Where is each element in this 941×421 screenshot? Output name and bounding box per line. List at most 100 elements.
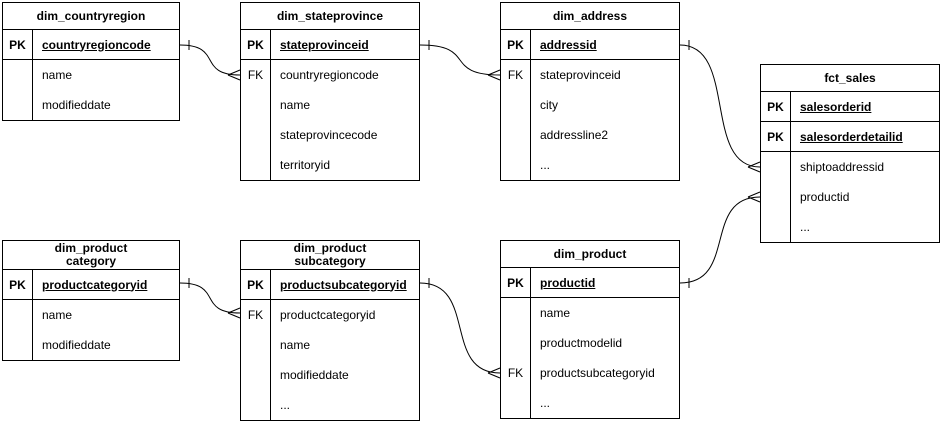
entity-title-line: dim_product	[293, 241, 367, 255]
connector-line[interactable]	[679, 44, 761, 168]
connector-stateprovince-to-address[interactable]	[419, 40, 501, 81]
field-name-salesorderid: salesorderid	[800, 99, 872, 114]
field-row-name: name	[3, 60, 179, 90]
entity-title-line: category	[65, 254, 117, 268]
key-label-fk: FK	[241, 60, 271, 90]
connector-line[interactable]	[419, 282, 501, 374]
key-label-empty	[761, 152, 791, 182]
field-name-productsubcategoryid: productsubcategoryid	[540, 366, 655, 380]
key-label-empty	[241, 90, 271, 120]
connector-line[interactable]	[179, 44, 241, 76]
entity-title-line: dim_stateprovince	[276, 8, 384, 23]
field-row-productsubcategoryid: PK productsubcategoryid	[241, 270, 419, 300]
field-name-modifieddate: modifieddate	[42, 338, 111, 352]
entity-title-line: fct_sales	[824, 70, 876, 85]
entity-title-line: dim_product	[553, 246, 627, 261]
key-label-empty	[3, 60, 33, 90]
key-label-empty	[241, 120, 271, 150]
key-label-empty	[3, 300, 33, 330]
field-name-countryregioncode: countryregioncode	[42, 37, 151, 52]
connector-line[interactable]	[679, 196, 761, 284]
field-name-name: name	[540, 306, 571, 320]
connector-productsubcategory-to-product[interactable]	[419, 278, 501, 379]
field-name-modifieddate: modifieddate	[280, 368, 349, 382]
field-name-productmodelid: productmodelid	[540, 336, 623, 350]
cardinality-many-crowfoot	[227, 307, 241, 319]
key-label-pk: PK	[241, 270, 271, 299]
key-label-fk: FK	[501, 358, 531, 388]
field-name-productsubcategoryid: productsubcategoryid	[280, 277, 407, 292]
field-row-countryregioncode: FK countryregioncode	[241, 60, 419, 90]
field-row-city: city	[501, 90, 679, 120]
entity-title-dim_countryregion: dim_countryregion	[3, 3, 179, 30]
connector-product-to-fctsales[interactable]	[679, 191, 761, 288]
entity-title-fct_sales: fct_sales	[761, 65, 939, 92]
key-label-empty	[241, 330, 271, 360]
field-name-countryregioncode: countryregioncode	[280, 68, 379, 82]
field-name-city: city	[540, 98, 558, 112]
field-name-more-fields: ...	[800, 220, 811, 234]
field-name-productcategoryid: productcategoryid	[42, 277, 148, 292]
cardinality-many-crowfoot	[747, 161, 761, 173]
key-label-empty	[501, 328, 531, 358]
key-label-empty	[3, 90, 33, 120]
field-row-more-fields: ...	[761, 212, 939, 242]
field-row-modifieddate: modifieddate	[241, 360, 419, 390]
field-name-modifieddate: modifieddate	[42, 98, 111, 112]
cardinality-many-crowfoot	[747, 191, 761, 203]
field-row-productid: productid	[761, 182, 939, 212]
field-name-stateprovinceid: stateprovinceid	[280, 37, 369, 52]
entity-title-line: dim_address	[552, 8, 628, 23]
entity-title-line: subcategory	[294, 254, 366, 268]
cardinality-many-crowfoot	[227, 69, 241, 81]
field-row-name: name	[241, 90, 419, 120]
field-row-stateprovincecode: stateprovincecode	[241, 120, 419, 150]
connector-countryregion-to-stateprovince[interactable]	[179, 40, 241, 81]
field-name-salesorderdetailid: salesorderdetailid	[800, 129, 903, 144]
field-row-addressline2: addressline2	[501, 120, 679, 150]
field-row-name: name	[3, 300, 179, 330]
key-label-empty	[241, 150, 271, 180]
field-row-name: name	[241, 330, 419, 360]
field-row-more-fields: ...	[241, 390, 419, 420]
field-row-territoryid: territoryid	[241, 150, 419, 180]
cardinality-many-crowfoot	[487, 367, 501, 379]
connector-productcategory-to-productsubcategory[interactable]	[179, 278, 241, 319]
connector-line[interactable]	[179, 282, 241, 314]
key-label-empty	[501, 120, 531, 150]
field-row-shiptoaddressid: shiptoaddressid	[761, 152, 939, 182]
key-label-fk: FK	[241, 300, 271, 330]
key-label-empty	[501, 298, 531, 328]
field-row-salesorderid: PK salesorderid	[761, 92, 939, 122]
field-name-name: name	[280, 338, 311, 352]
connector-address-to-fctsales[interactable]	[679, 40, 761, 173]
field-row-modifieddate: modifieddate	[3, 330, 179, 360]
entity-title-line: dim_countryregion	[36, 8, 146, 23]
connector-line[interactable]	[419, 44, 501, 76]
field-name-name: name	[42, 68, 73, 82]
field-name-more-fields: ...	[540, 396, 551, 410]
entity-title-dim_stateprovince: dim_stateprovince	[241, 3, 419, 30]
field-name-territoryid: territoryid	[280, 158, 331, 172]
entity-title-line: dim_product	[54, 241, 128, 255]
key-label-pk: PK	[241, 30, 271, 59]
key-label-pk: PK	[761, 92, 791, 121]
field-name-more-fields: ...	[540, 158, 551, 172]
field-row-stateprovinceid: PK stateprovinceid	[241, 30, 419, 60]
entity-title-dim_product: dim_product	[501, 241, 679, 268]
cardinality-many-crowfoot	[487, 69, 501, 81]
key-label-empty	[3, 330, 33, 360]
